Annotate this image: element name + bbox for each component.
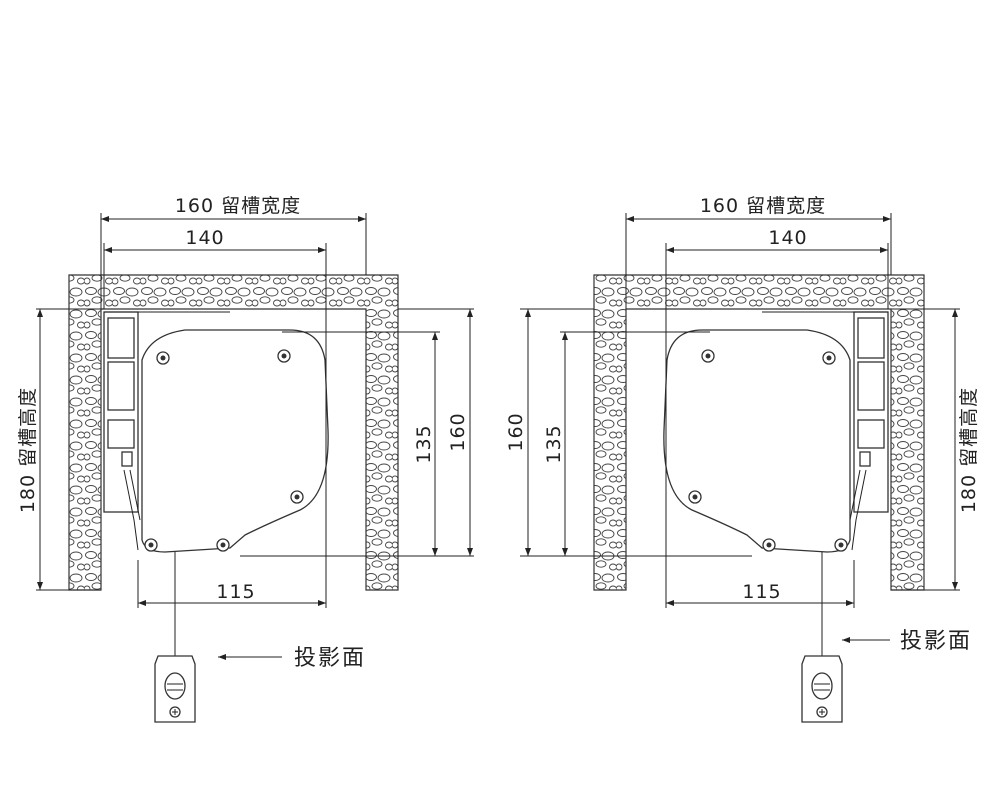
right-projection-label: 投影面 (900, 629, 972, 654)
left-housing (141, 329, 329, 553)
left-slot-height-label: 180 留槽高度 (17, 387, 39, 513)
left-diagram: 160 留槽宽度 140 115 135 160 180 留槽高度 投影面 (17, 195, 474, 723)
right-bracket (762, 311, 889, 551)
right-bottom-width-label: 115 (742, 581, 781, 603)
left-screws (144, 349, 304, 552)
left-inner-width-label: 140 (185, 227, 224, 249)
right-screws (688, 349, 848, 552)
right-diagram: 160 留槽宽度 140 115 135 160 180 留槽高度 投影面 (505, 195, 980, 723)
left-bracket (103, 311, 230, 551)
right-pull-handle[interactable] (801, 655, 843, 723)
left-pull-handle[interactable] (154, 655, 196, 723)
left-slot-width-label: 160 留槽宽度 (175, 195, 301, 217)
left-inner-height-label: 160 (447, 412, 469, 451)
left-body-height-label: 135 (413, 424, 435, 463)
right-inner-height-label: 160 (505, 412, 527, 451)
right-slot-height-label: 180 留槽高度 (958, 387, 980, 513)
right-slot-width-label: 160 留槽宽度 (700, 195, 826, 217)
right-body-height-label: 135 (543, 424, 565, 463)
right-housing (663, 329, 851, 553)
left-bottom-width-label: 115 (216, 581, 255, 603)
right-inner-width-label: 140 (768, 227, 807, 249)
left-projection-label: 投影面 (294, 646, 366, 671)
